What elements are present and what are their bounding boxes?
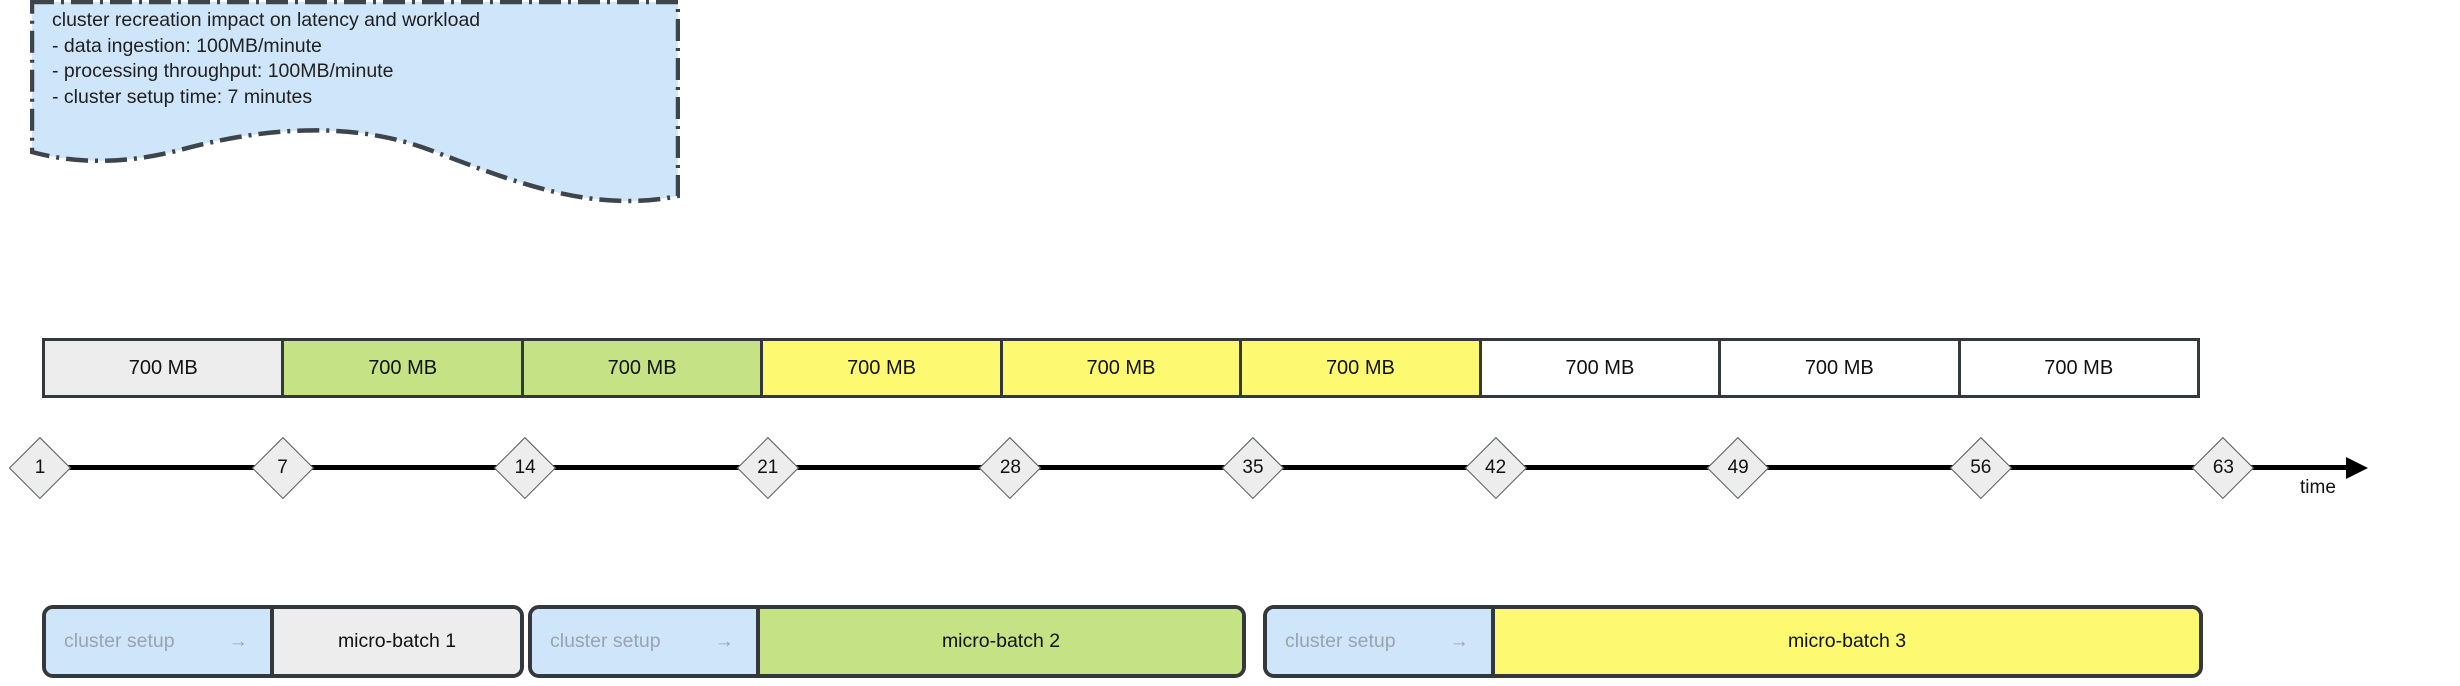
note-line-4: - cluster setup time: 7 minutes	[52, 85, 313, 108]
timeline-tick: 28	[979, 437, 1042, 499]
data-segment: 700 MB	[1721, 341, 1961, 395]
data-segment: 700 MB	[45, 341, 285, 395]
data-segment: 700 MB	[523, 341, 764, 395]
note-callout: cluster recreation impact on latency and…	[30, 0, 680, 210]
arrow-right-icon: →	[1449, 630, 1470, 652]
data-segment: 700 MB	[1242, 341, 1482, 395]
note-line-2: - data ingestion: 100MB/minute	[52, 34, 322, 57]
cluster-setup-phase: cluster setup →	[1267, 609, 1495, 674]
data-segment-label: 700 MB	[847, 356, 916, 379]
timeline-tick-label: 7	[277, 457, 288, 478]
note-shape	[30, 0, 680, 204]
data-segment-label: 700 MB	[1086, 356, 1156, 379]
data-segment-label: 700 MB	[607, 356, 677, 379]
axis-arrow-icon	[2346, 457, 2368, 479]
cluster-setup-phase: cluster setup →	[532, 609, 760, 674]
micro-batch-body: micro-batch 3	[1495, 609, 2199, 674]
cluster-setup-label: cluster setup	[550, 630, 661, 652]
data-segment: 700 MB	[1481, 341, 1722, 395]
note-line-3: - processing throughput: 100MB/minute	[52, 60, 394, 82]
timeline-tick-label: 49	[1727, 457, 1749, 478]
timeline-tick-label: 35	[1242, 457, 1264, 478]
timeline-tick: 49	[1707, 437, 1770, 499]
data-segment-label: 700 MB	[1804, 356, 1874, 379]
axis-line	[40, 465, 2350, 470]
timeline-tick-label: 1	[34, 457, 46, 478]
note-text: cluster recreation impact on latency and…	[52, 8, 652, 110]
data-volume-bar: 700 MB 700 MB 700 MB 700 MB 700 MB 700 MB 700 …	[42, 338, 2200, 398]
data-segment-label: 700 MB	[1325, 356, 1395, 379]
timeline-tick-label: 14	[514, 457, 536, 478]
timeline-tick: 56	[1949, 437, 2012, 499]
micro-batch-body: micro-batch 1	[274, 609, 520, 674]
arrow-right-icon: →	[228, 630, 249, 652]
timeline-tick-label: 56	[1970, 457, 1992, 478]
timeline-axis: time 1 7 14 21 28 35 42 49 56 63	[0, 405, 2460, 525]
note-line-1: cluster recreation impact on latency and…	[52, 9, 481, 31]
cluster-setup-label: cluster setup	[64, 630, 175, 652]
micro-batch-label: micro-batch 3	[1787, 630, 1907, 652]
cluster-setup-phase: cluster setup →	[46, 609, 274, 674]
timeline-tick: 21	[736, 437, 799, 499]
timeline-tick-label: 42	[1485, 457, 1507, 478]
data-segment: 700 MB	[284, 341, 524, 395]
micro-batch-label: micro-batch 2	[941, 630, 1061, 652]
timeline-tick: 1	[9, 437, 71, 499]
cluster-setup-label: cluster setup	[1285, 630, 1396, 652]
timeline-tick: 7	[251, 437, 314, 499]
data-segment-label: 700 MB	[1565, 356, 1635, 379]
timeline-tick-label: 21	[757, 457, 779, 478]
micro-batch-label: micro-batch 1	[337, 630, 457, 652]
micro-batch-bar: cluster setup → micro-batch 1	[42, 605, 524, 678]
data-segment: 700 MB	[763, 341, 1003, 395]
timeline-tick: 14	[494, 437, 557, 499]
micro-batch-bar: cluster setup → micro-batch 2	[528, 605, 1246, 678]
timeline-tick-label: 63	[2212, 457, 2234, 478]
micro-batch-body: micro-batch 2	[760, 609, 1242, 674]
data-segment: 700 MB	[1960, 341, 2197, 395]
data-segment-label: 700 MB	[128, 356, 198, 379]
arrow-right-icon: →	[714, 630, 735, 652]
timeline-tick: 42	[1464, 437, 1527, 499]
micro-batch-bar: cluster setup → micro-batch 3	[1263, 605, 2203, 678]
timeline-tick: 63	[2192, 437, 2255, 499]
data-segment: 700 MB	[1002, 341, 1243, 395]
timeline-tick-label: 28	[999, 457, 1021, 478]
timeline-tick: 35	[1222, 437, 1284, 499]
axis-label-time: time	[2300, 477, 2336, 498]
data-segment-label: 700 MB	[2044, 356, 2114, 379]
data-segment-label: 700 MB	[368, 356, 438, 379]
